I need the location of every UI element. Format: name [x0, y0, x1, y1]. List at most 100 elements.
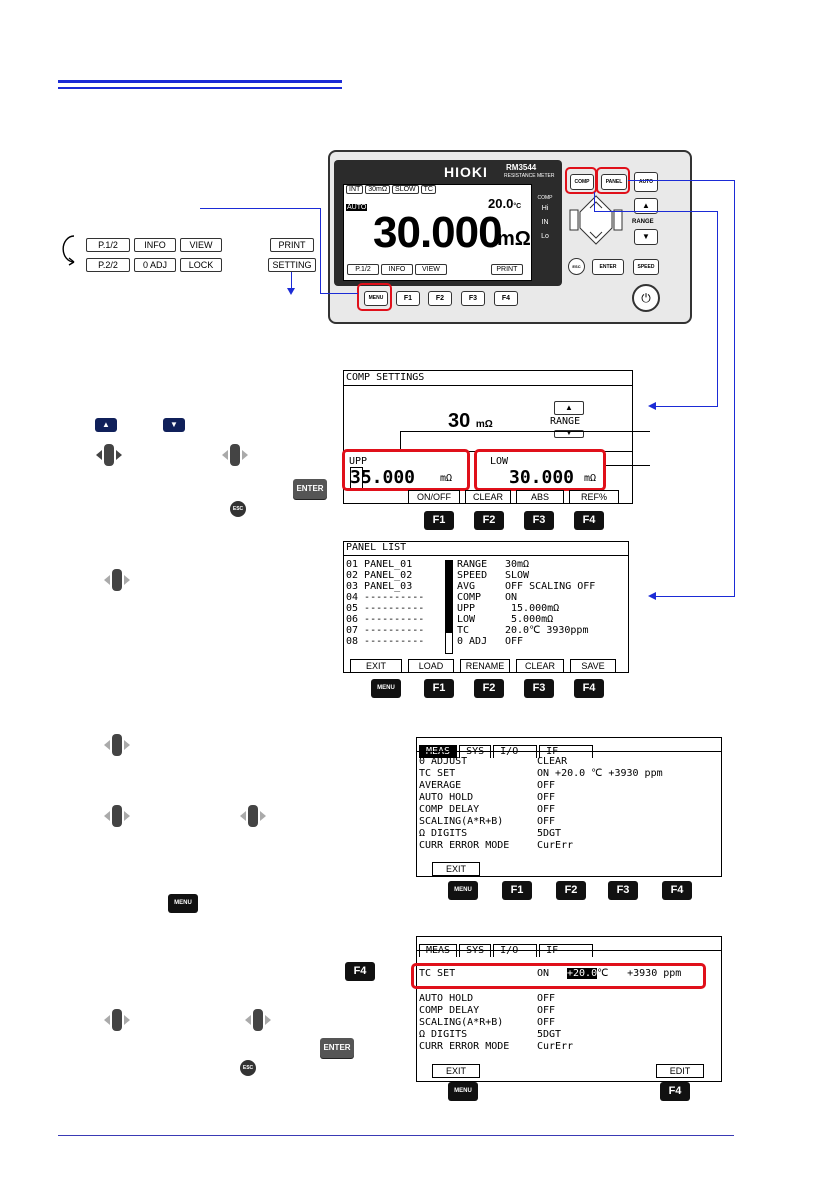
comp-arrow-head	[648, 402, 656, 410]
device-brand: HIOKI	[444, 164, 488, 180]
lcd-comp-indicator: COMP Hi IN Lo	[533, 194, 557, 280]
legend-key-view: VIEW	[180, 238, 222, 252]
device-range-down-button[interactable]: ▼	[634, 229, 658, 245]
panel-scrollbar[interactable]	[445, 560, 453, 654]
panel-connector-h	[628, 180, 735, 181]
meas-row[interactable]: SCALING(A*R+B)OFF	[419, 816, 556, 827]
device-f3-button[interactable]: F3	[461, 291, 485, 306]
meas2-menu-key[interactable]: MENU	[448, 1082, 478, 1101]
panel-item[interactable]: 04 ----------	[346, 592, 425, 603]
panel-connector-v	[734, 180, 735, 596]
device-auto-button[interactable]: AUTO	[634, 172, 658, 192]
device-f1-button[interactable]: F1	[396, 291, 420, 306]
panel-softkey-rename[interactable]: RENAME	[460, 659, 510, 673]
meas-f4-key[interactable]: F4	[662, 881, 692, 900]
comp-softkey-clear[interactable]: CLEAR	[465, 490, 511, 504]
meas-menu-key[interactable]: MENU	[448, 881, 478, 900]
comp-softkey-onoff[interactable]: ON/OFF	[408, 490, 460, 504]
detail-row: UPP 15.000mΩ	[457, 603, 560, 614]
panel-item[interactable]: 03 PANEL_03	[346, 581, 413, 592]
panel-softkey-clear[interactable]: CLEAR	[516, 659, 564, 673]
meas2-row[interactable]: SCALING(A*R+B)OFF	[419, 1017, 556, 1028]
comp-lo: Lo	[541, 233, 549, 240]
comp-f4-key[interactable]: F4	[574, 511, 604, 530]
panel-item[interactable]: 07 ----------	[346, 625, 425, 636]
comp-range-up[interactable]: ▲	[554, 401, 584, 415]
comp-softkey-abs[interactable]: ABS	[516, 490, 564, 504]
panel-f2-key[interactable]: F2	[474, 679, 504, 698]
meas2-exit-button[interactable]: EXIT	[432, 1064, 480, 1078]
comp-f1-key[interactable]: F1	[424, 511, 454, 530]
status-tc: TC	[420, 185, 436, 194]
meas2-f4-key[interactable]: F4	[660, 1082, 690, 1101]
comp-connector-arrow	[655, 406, 718, 407]
setting-arrow-line	[291, 272, 292, 292]
panel-item[interactable]: 02 PANEL_02	[346, 570, 413, 581]
meas2-edit-button[interactable]: EDIT	[656, 1064, 704, 1078]
comp-range-down[interactable]: ▼	[554, 430, 584, 438]
panel-softkey-load[interactable]: LOAD	[408, 659, 454, 673]
power-icon: ⏻	[641, 291, 651, 305]
lcd-softkey-1: P.1/2	[347, 264, 379, 275]
device-panel-button[interactable]: PANEL	[601, 174, 627, 190]
meas2-tab-bar: MEASSYSI/OIF	[419, 938, 595, 957]
legend-key-lock: LOCK	[180, 258, 222, 272]
panel-item[interactable]: 01 PANEL_01	[346, 559, 413, 570]
panel-f1-key[interactable]: F1	[424, 679, 454, 698]
device-f4-button[interactable]: F4	[494, 291, 518, 306]
meas-f2-key[interactable]: F2	[556, 881, 586, 900]
device-f2-button[interactable]: F2	[428, 291, 452, 306]
panel-menu-key[interactable]: MENU	[371, 679, 401, 698]
panel-item[interactable]: 08 ----------	[346, 636, 425, 647]
device-power-button[interactable]: ⏻	[632, 284, 660, 312]
low-highlight	[474, 449, 606, 491]
device-cursor-pad[interactable]	[568, 194, 624, 246]
meas-f3-key[interactable]: F3	[608, 881, 638, 900]
meas-screen	[416, 737, 722, 877]
device-range-up-button[interactable]: ▲	[634, 198, 658, 214]
updown-cursor-icon	[104, 569, 130, 591]
comp-upp-value[interactable]: 35.000	[350, 467, 416, 488]
panel-softkey-save[interactable]: SAVE	[570, 659, 616, 673]
meas-exit-button[interactable]: EXIT	[432, 862, 480, 876]
device-menu-button[interactable]: MENU	[364, 291, 388, 306]
comp-range-value: 30 mΩ	[448, 410, 493, 433]
panel-f3-key[interactable]: F3	[524, 679, 554, 698]
updown-cursor-icon	[104, 734, 130, 756]
meas2-tab-rule	[416, 950, 722, 951]
meas-f1-key[interactable]: F1	[502, 881, 532, 900]
cycle-arrow-icon	[62, 235, 75, 266]
comp-highlight	[565, 167, 597, 194]
menu-key-chip: MENU	[168, 894, 198, 913]
comp-softkey-refpct[interactable]: REF%	[569, 490, 619, 504]
esc-key-chip: ESC	[240, 1060, 256, 1076]
comp-title-rule	[343, 385, 633, 386]
panel-connector-arrow	[655, 596, 735, 597]
comp-low-value[interactable]: 30.000	[509, 467, 575, 488]
panel-item[interactable]: 06 ----------	[346, 614, 425, 625]
comp-f2-key[interactable]: F2	[474, 511, 504, 530]
panel-softkey-exit[interactable]: EXIT	[350, 659, 402, 673]
panel-f4-key[interactable]: F4	[574, 679, 604, 698]
panel-item[interactable]: 05 ----------	[346, 603, 425, 614]
comp-f3-key[interactable]: F3	[524, 511, 554, 530]
comp-in: IN	[541, 219, 549, 226]
tc-temp-field[interactable]: +20.0	[567, 968, 598, 979]
device-speed-button[interactable]: SPEED	[633, 259, 659, 275]
device-comp-button[interactable]: COMP	[570, 174, 594, 190]
device-esc-button[interactable]: ESC	[568, 258, 585, 275]
legend-key-p12: P.1/2	[86, 238, 130, 252]
device-enter-button[interactable]: ENTER	[592, 259, 624, 275]
